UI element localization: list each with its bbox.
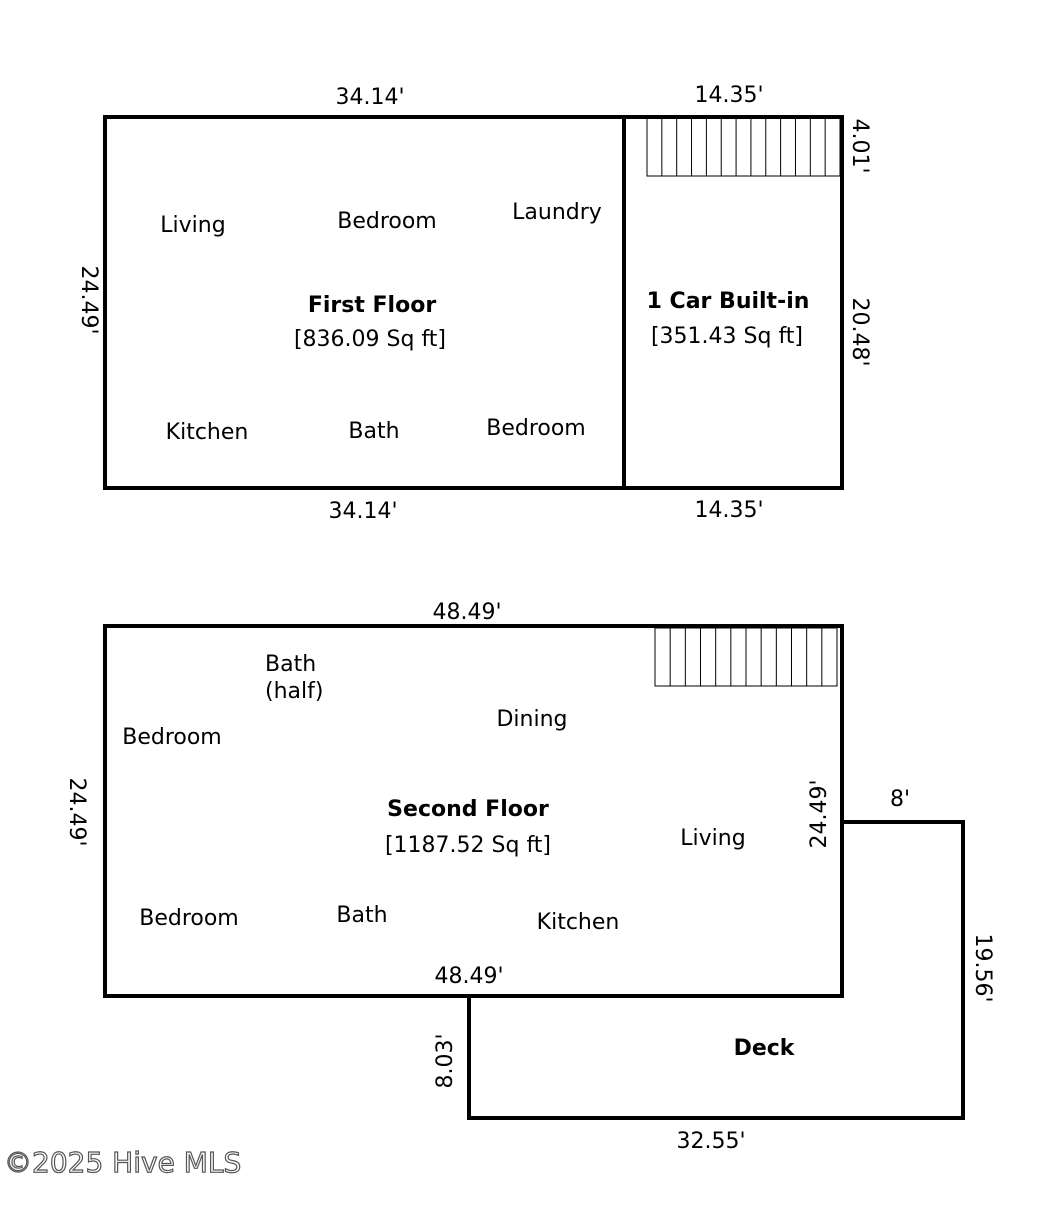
first-floor-room-living: Living — [160, 213, 225, 238]
garage-area: [351.43 Sq ft] — [651, 324, 803, 349]
garage-stairs — [646, 116, 841, 177]
deck-title: Deck — [734, 1036, 796, 1061]
second-floor-room-kitchen: Kitchen — [537, 910, 620, 935]
second-floor-room-bedroom-bottom: Bedroom — [139, 906, 239, 931]
first-floor-bottom-dimension: 34.14' — [328, 499, 397, 524]
second-floor-bottom-dimension: 48.49' — [434, 964, 503, 989]
first-floor-room-bedroom-bottom: Bedroom — [486, 416, 586, 441]
first-floor-room-kitchen: Kitchen — [166, 420, 249, 445]
garage-bottom-dimension: 14.35' — [694, 498, 763, 523]
garage-top-dimension: 14.35' — [694, 83, 763, 108]
deck-right-dimension: 19.56' — [970, 933, 995, 1002]
watermark: ©2025 Hive MLS — [4, 1146, 241, 1179]
first-floor-room-bath: Bath — [348, 419, 399, 444]
second-floor-outline — [103, 624, 844, 998]
deck-bottom-dimension: 32.55' — [676, 1129, 745, 1154]
second-floor-room-bath: Bath — [336, 903, 387, 928]
second-floor-stairs — [654, 627, 838, 687]
second-floor-room-dining: Dining — [496, 707, 567, 732]
second-floor-room-living: Living — [680, 826, 745, 851]
first-floor-room-bedroom-top: Bedroom — [337, 209, 437, 234]
second-floor-left-dimension: 24.49' — [64, 777, 89, 846]
garage-title: 1 Car Built-in — [647, 289, 810, 314]
first-floor-room-laundry: Laundry — [512, 200, 602, 225]
second-floor-area: [1187.52 Sq ft] — [385, 833, 551, 858]
deck-top-dimension: 8' — [890, 787, 910, 812]
deck-outline — [467, 820, 965, 1120]
deck-left-dimension: 8.03' — [433, 1033, 458, 1088]
first-floor-left-dimension: 24.49' — [76, 265, 101, 334]
garage-stair-dimension: 4.01' — [847, 118, 872, 173]
second-floor-right-dimension: 24.49' — [807, 779, 832, 848]
first-floor-area: [836.09 Sq ft] — [294, 327, 446, 352]
first-floor-top-dimension: 34.14' — [335, 85, 404, 110]
first-floor-title: First Floor — [308, 293, 436, 318]
second-floor-title: Second Floor — [387, 797, 549, 822]
garage-right-dimension: 20.48' — [847, 297, 872, 366]
second-floor-room-bedroom-top: Bedroom — [122, 725, 222, 750]
second-floor-room-bath-half-note: (half) — [265, 679, 323, 704]
second-floor-top-dimension: 48.49' — [432, 600, 501, 625]
second-floor-room-bath-half: Bath — [265, 652, 316, 677]
